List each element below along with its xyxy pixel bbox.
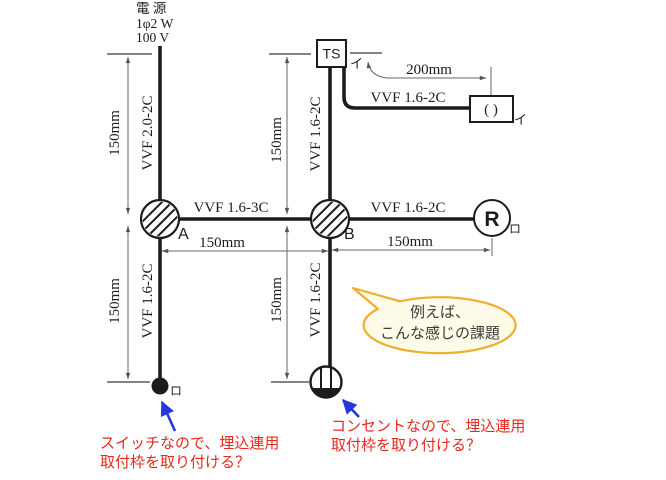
dim-text-b-r: 150mm <box>387 234 433 250</box>
circuit-mark-ro-r: ロ <box>509 222 521 236</box>
ceiling-rosette-label: ( ) <box>484 102 498 118</box>
cable-label-b-r: VVF 1.6-2C <box>370 200 445 216</box>
power-source-voltage: 100 V <box>136 30 170 45</box>
wire-ts-to-rosette <box>342 63 471 110</box>
cable-label-left-bottom: VVF 1.6-2C <box>140 263 156 338</box>
switch-icon <box>151 377 169 395</box>
lamp-receptacle-label: R <box>484 208 499 231</box>
reference-lines <box>107 52 382 383</box>
dim-text-a-b: 150mm <box>199 235 245 251</box>
power-source-title: 電 源 <box>136 1 167 16</box>
pointer-arrow-outlet-icon <box>342 398 360 418</box>
power-source-phase: 1φ2 W <box>136 15 174 31</box>
cable-label-branch: VVF 1.6-2C <box>370 90 445 106</box>
cable-label-mid-top: VVF 1.6-2C <box>308 96 324 171</box>
cable-label-power: VVF 2.0-2C <box>140 95 156 170</box>
speech-bubble <box>351 286 517 355</box>
outlet-icon <box>309 365 343 399</box>
bubble-line-1: 例えば、 <box>409 304 470 321</box>
switch-note: スイッチなので、埋込連用 取付枠を取り付ける？ <box>100 434 279 472</box>
speech-bubble-text: 例えば、 こんな感じの課題 <box>365 302 515 344</box>
dim-text-left-bottom: 150mm <box>107 278 123 324</box>
cable-label-a-b: VVF 1.6-3C <box>193 200 268 216</box>
switch-note-line-1: スイッチなので、埋込連用 <box>100 435 280 452</box>
outlet-note-line-1: コンセントなので、埋込連用 <box>331 418 526 435</box>
ceiling-rosette-icon <box>469 95 514 123</box>
dim-text-left-top: 150mm <box>107 110 123 156</box>
dimension-lines <box>125 56 493 380</box>
pointer-arrow-switch-icon <box>160 400 177 432</box>
power-source-caption: 電 源 1φ2 W 100 V <box>136 1 174 46</box>
switch-note-line-2: 取付枠を取り付ける？ <box>100 454 251 471</box>
dim-text-mid-top: 150mm <box>269 117 285 163</box>
timer-switch-label: TS <box>323 46 341 62</box>
junction-box-a-icon <box>138 197 183 242</box>
lamp-receptacle-icon <box>473 199 511 237</box>
circuit-mark-i-rosette: イ <box>514 112 527 127</box>
outlet-note: コンセントなので、埋込連用 取付枠を取り付ける？ <box>331 417 525 455</box>
timer-switch-icon <box>316 39 347 68</box>
dim-text-mid-bottom: 150mm <box>269 277 285 323</box>
bubble-line-2: こんな感じの課題 <box>379 325 500 342</box>
pointer-arrows <box>160 398 360 432</box>
junction-b-label: B <box>344 226 355 243</box>
circuit-mark-ro-switch: ロ <box>170 384 182 398</box>
junction-a-label: A <box>178 226 189 243</box>
dim-text-200mm: 200mm <box>406 62 452 78</box>
wires <box>158 46 477 380</box>
circuit-mark-i-ts: イ <box>350 56 363 71</box>
outlet-note-line-2: 取付枠を取り付ける？ <box>331 437 482 454</box>
cable-label-mid-bottom: VVF 1.6-2C <box>308 262 324 337</box>
dimension-200mm <box>366 61 487 81</box>
